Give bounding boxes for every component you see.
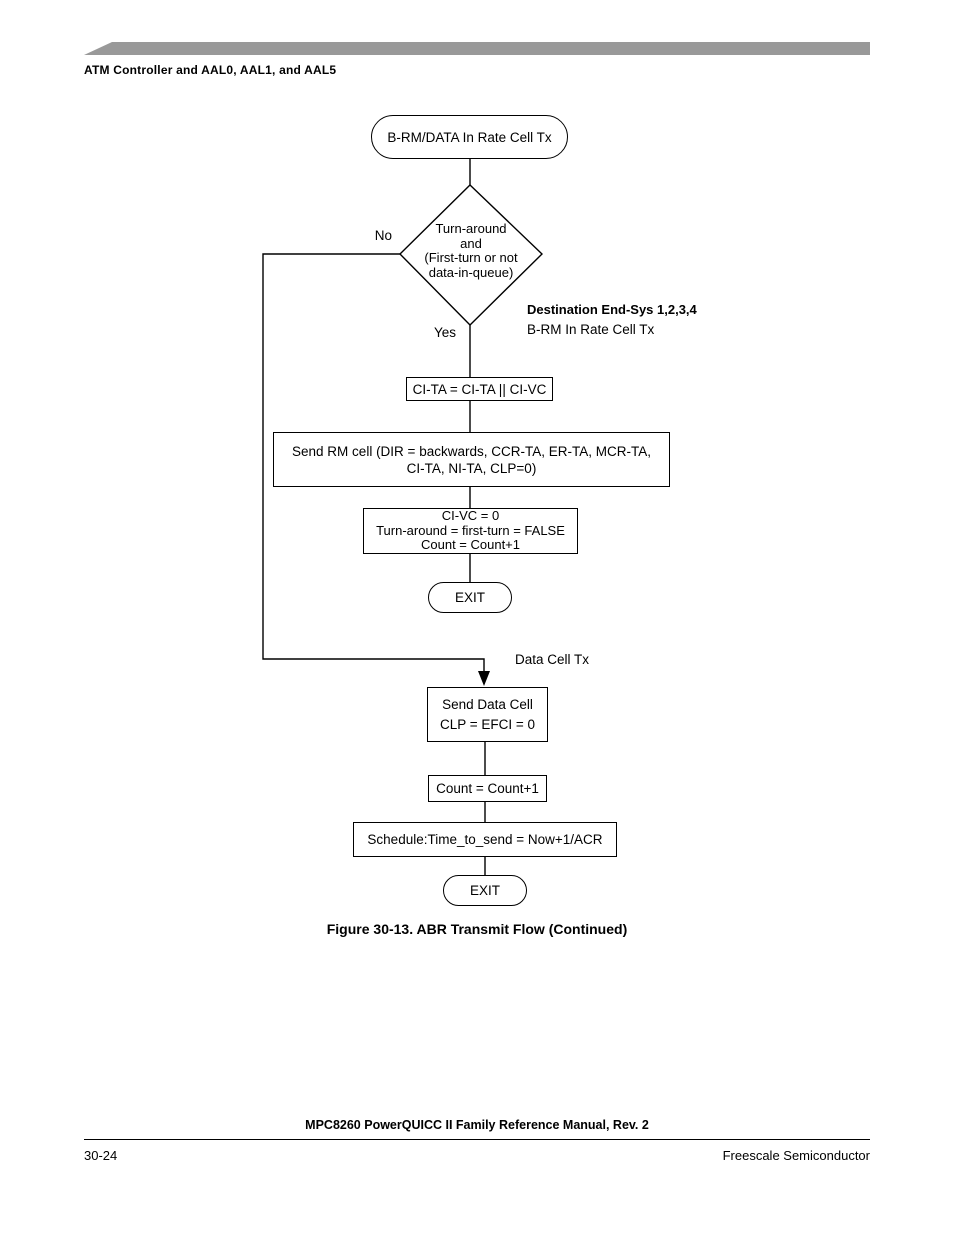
- exit-label-2: EXIT: [469, 883, 500, 898]
- exit-label-1: EXIT: [454, 590, 485, 605]
- header-section-title: ATM Controller and AAL0, AAL1, and AAL5: [84, 63, 337, 77]
- annotation-brm-in-rate: B-RM In Rate Cell Tx: [527, 322, 655, 337]
- flow-start-terminator: B-RM/DATA In Rate Cell Tx: [371, 115, 568, 159]
- ci-vc-line: Turn-around = first-turn = FALSE: [376, 522, 565, 538]
- decision-line: Turn-around: [435, 221, 507, 236]
- footer-manual-title: MPC8260 PowerQUICC II Family Reference M…: [305, 1118, 649, 1132]
- figure-caption: Figure 30-13. ABR Transmit Flow (Continu…: [326, 921, 628, 937]
- decision-line: and: [460, 235, 482, 251]
- branch-label-no: No: [374, 228, 392, 243]
- process-box-schedule: Schedule:Time_to_send = Now+1/ACR: [353, 822, 617, 857]
- send-data-line: CLP = EFCI = 0: [439, 716, 536, 732]
- process-box-ci-ta: CI-TA = CI-TA || CI-VC: [406, 377, 553, 401]
- flow-start-label: B-RM/DATA In Rate Cell Tx: [387, 129, 552, 145]
- ci-vc-line: CI-VC = 0: [441, 507, 500, 523]
- arrowhead-down-icon: [478, 671, 490, 686]
- process-box-ci-vc: CI-VC = 0 Turn-around = first-turn = FAL…: [363, 508, 578, 554]
- ci-vc-line: Count = Count+1: [420, 537, 521, 553]
- decision-line: data-in-queue): [428, 264, 514, 280]
- decision-line: (First-turn or not: [424, 250, 518, 265]
- annotation-destination-endsys: Destination End-Sys 1,2,3,4: [527, 302, 697, 317]
- exit-terminator-2: EXIT: [443, 875, 527, 906]
- branch-label-yes: Yes: [434, 325, 457, 340]
- annotation-data-cell-tx: Data Cell Tx: [515, 652, 590, 667]
- process-box-ci-ta-label: CI-TA = CI-TA || CI-VC: [412, 381, 547, 397]
- send-rm-line: CI-TA, NI-TA, CLP=0): [406, 460, 537, 476]
- footer-page-number: 30-24: [84, 1148, 118, 1163]
- send-data-line: Send Data Cell: [442, 696, 533, 712]
- process-box-count-label: Count = Count+1: [436, 781, 539, 796]
- send-rm-line: Send RM cell (DIR = backwards, CCR-TA, E…: [292, 443, 651, 459]
- process-box-send-data-cell: Send Data Cell CLP = EFCI = 0: [427, 687, 548, 742]
- process-box-schedule-label: Schedule:Time_to_send = Now+1/ACR: [367, 832, 603, 847]
- footer-rule: [84, 1139, 870, 1140]
- decision-node-text: Turn-around and (First-turn or not data-…: [400, 221, 542, 280]
- process-box-count: Count = Count+1: [428, 775, 547, 802]
- footer-company-name: Freescale Semiconductor: [722, 1148, 870, 1163]
- process-box-send-rm-cell: Send RM cell (DIR = backwards, CCR-TA, E…: [273, 432, 670, 487]
- connector-no-path: [262, 253, 485, 673]
- exit-terminator-1: EXIT: [428, 582, 512, 613]
- header-bar: [84, 42, 870, 55]
